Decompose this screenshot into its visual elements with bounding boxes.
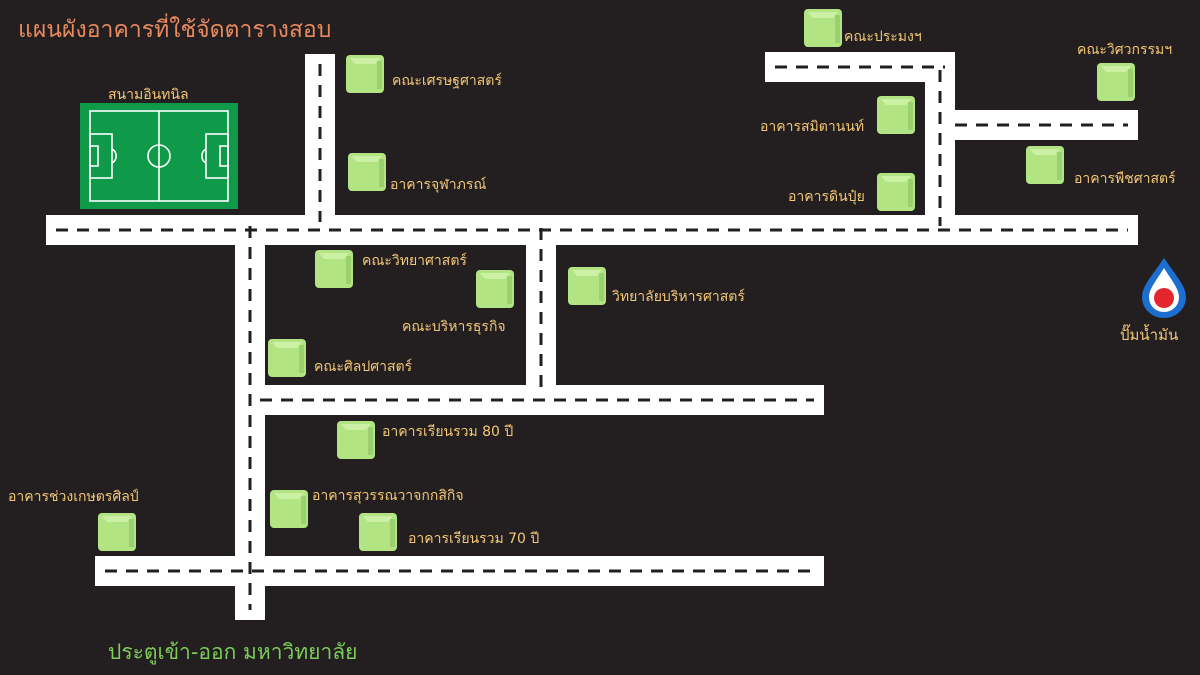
building-label[interactable]: อาคารจุฬาภรณ์ [390,177,487,193]
road-segment [526,218,556,400]
gas-station-label: ปั๊มน้ำมัน [1120,326,1179,344]
building-label[interactable]: คณะบริหารธุรกิจ [402,319,506,335]
building-cube-icon[interactable] [877,173,915,211]
building-label[interactable]: คณะวิศวกรรมฯ [1077,42,1173,58]
building-label[interactable]: อาคารช่วงเกษตรศิลป์ [8,489,139,505]
building-cube-icon[interactable] [315,250,353,288]
building-label[interactable]: คณะเศรษฐศาสตร์ [392,73,502,89]
road-network [46,52,1138,620]
building-cube-icon[interactable] [568,267,606,305]
football-field-icon[interactable] [80,103,238,209]
building-cube-icon[interactable] [337,421,375,459]
building-cube-icon[interactable] [270,490,308,528]
gate-label: ประตูเข้า-ออก มหาวิทยาลัย [108,640,358,664]
road-segment [925,60,955,236]
building-label[interactable]: คณะวิทยาศาสตร์ [362,253,467,269]
stadium-label: สนามอินทนิล [108,87,189,103]
gas-station-flame-icon[interactable] [1142,258,1186,318]
building-label[interactable]: คณะศิลปศาสตร์ [314,359,413,375]
building-label[interactable]: อาคารดินปุ๋ย [788,189,865,205]
building-markers [98,9,1135,551]
building-cube-icon[interactable] [98,513,136,551]
building-cube-icon[interactable] [359,513,397,551]
building-cube-icon[interactable] [268,339,306,377]
building-label[interactable]: วิทยาลัยบริหารศาสตร์ [612,289,745,305]
road-segment [305,54,335,232]
building-cube-icon[interactable] [877,96,915,134]
building-label[interactable]: อาคารเรียนรวม 70 ปี [408,531,540,547]
building-cube-icon[interactable] [476,270,514,308]
building-label[interactable]: อาคารเรียนรวม 80 ปี [382,424,514,440]
map-title: แผนผังอาคารที่ใช้จัดตารางสอบ [18,17,332,43]
building-cube-icon[interactable] [1097,63,1135,101]
building-cube-icon[interactable] [346,55,384,93]
building-cube-icon[interactable] [1026,146,1064,184]
building-label[interactable]: อาคารสุวรรณวาจกกสิกิจ [312,488,464,504]
building-cube-icon[interactable] [348,153,386,191]
building-label[interactable]: อาคารสมิตานนท์ [760,119,865,135]
building-cube-icon[interactable] [804,9,842,47]
building-label[interactable]: อาคารพืชศาสตร์ [1074,171,1176,187]
building-label[interactable]: คณะประมงฯ [844,29,922,45]
